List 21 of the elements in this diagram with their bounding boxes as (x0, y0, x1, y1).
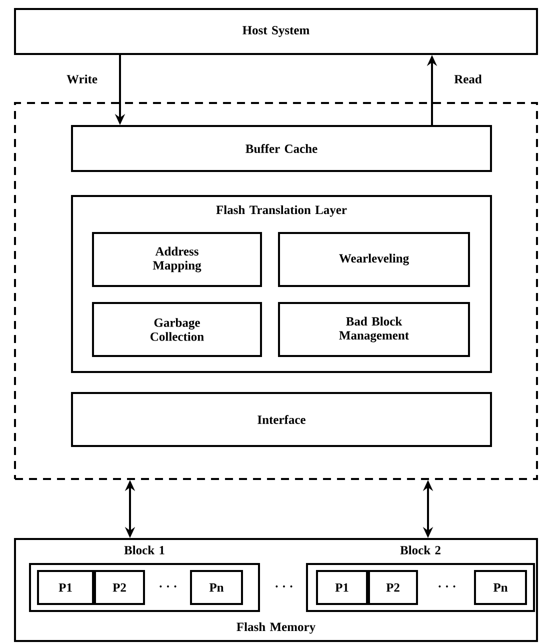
process-box: Address Mapping (92, 232, 262, 287)
process-box: Host System (14, 8, 538, 55)
node-label: Block 1 (124, 546, 164, 554)
process-box: Bad Block Management (278, 302, 470, 357)
page-box: P2 (368, 570, 418, 605)
node-label: Block 2 (400, 546, 440, 554)
ellipsis: · · · (158, 584, 178, 592)
edge-label: Read (453, 74, 483, 84)
page-box: P1 (316, 570, 368, 605)
page-box: P2 (94, 570, 145, 605)
page-box: Pn (190, 570, 243, 605)
page-box: Pn (474, 570, 527, 605)
process-box: Wearleveling (278, 232, 470, 287)
ellipsis: · · · (436, 584, 458, 592)
ellipsis: · · · (274, 584, 294, 592)
page-box: P1 (37, 570, 94, 605)
process-box: Garbage Collection (92, 302, 262, 357)
edge-label: Write (66, 74, 98, 84)
process-box: Buffer Cache (71, 125, 492, 172)
dashed-boundary (14, 102, 538, 480)
process-box: Interface (71, 392, 492, 447)
